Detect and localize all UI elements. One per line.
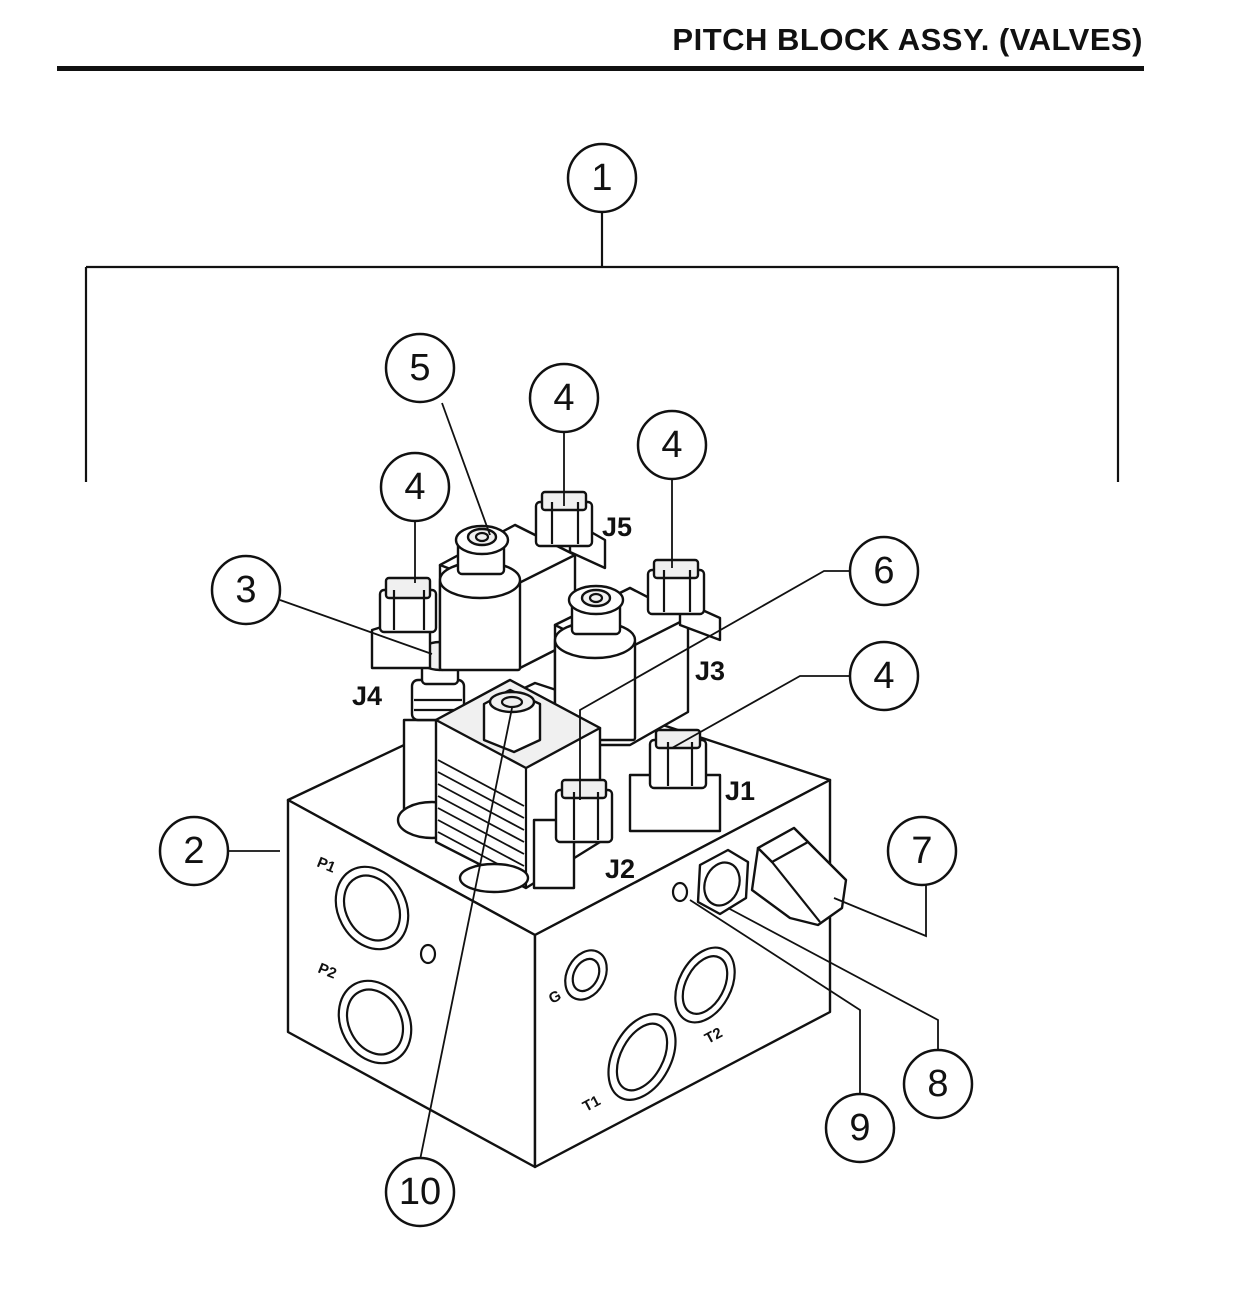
callout-4d-number: 4 xyxy=(873,655,894,697)
callout-7: 7 xyxy=(886,815,958,887)
leader-lines xyxy=(228,402,939,1161)
title-rule xyxy=(57,66,1144,71)
callout-10: 10 xyxy=(384,1156,456,1228)
callout-8: 8 xyxy=(902,1048,974,1120)
callout-4d: 4 xyxy=(848,640,920,712)
callout-4b: 4 xyxy=(528,362,600,434)
connector-label-j2: J2 xyxy=(605,854,635,884)
callout-2-number: 2 xyxy=(183,830,204,872)
callout-1-number: 1 xyxy=(591,157,612,199)
callout-2: 2 xyxy=(158,815,230,887)
port-label-p2: P2 xyxy=(316,960,339,983)
callout-9: 9 xyxy=(824,1092,896,1164)
small-port-icon xyxy=(419,943,437,965)
connector-label-j1: J1 xyxy=(725,776,755,806)
assembly-bracket xyxy=(84,210,1120,482)
connector-plug-icon xyxy=(532,778,614,890)
connector-plug-icon xyxy=(370,576,438,670)
callout-5: 5 xyxy=(384,332,456,404)
port-t1-icon xyxy=(607,1013,677,1101)
callout-3-number: 3 xyxy=(235,569,256,611)
port-label-t2: T2 xyxy=(702,1024,725,1047)
connector-plug-icon xyxy=(628,728,722,833)
callout-4b-number: 4 xyxy=(553,377,574,419)
hex-plug-icon xyxy=(750,826,848,927)
callout-10-number: 10 xyxy=(399,1171,441,1213)
page-title: PITCH BLOCK ASSY. (VALVES) xyxy=(672,22,1143,57)
callout-8-number: 8 xyxy=(927,1063,948,1105)
port-p2-icon xyxy=(337,979,413,1065)
port-p1-icon xyxy=(334,865,410,951)
small-hex-plug-icon xyxy=(696,848,750,916)
callout-4c-number: 4 xyxy=(661,424,682,466)
connector-plug-icon xyxy=(646,558,722,642)
callout-5-number: 5 xyxy=(409,347,430,389)
connector-label-j4: J4 xyxy=(352,681,382,711)
connector-label-j3: J3 xyxy=(695,656,725,686)
callout-4c: 4 xyxy=(636,409,708,481)
callout-1: 1 xyxy=(566,142,638,214)
port-label-p1: P1 xyxy=(315,854,338,877)
callout-7-number: 7 xyxy=(911,830,932,872)
port-g-icon xyxy=(564,949,608,1001)
callout-6: 6 xyxy=(848,535,920,607)
callout-9-number: 9 xyxy=(849,1107,870,1149)
callout-6-number: 6 xyxy=(873,550,894,592)
small-plug-port-icon xyxy=(671,881,689,903)
callout-4a: 4 xyxy=(379,451,451,523)
port-label-t1: T1 xyxy=(580,1092,603,1115)
connector-label-j5: J5 xyxy=(602,512,632,542)
port-t2-icon xyxy=(674,946,736,1024)
callout-4a-number: 4 xyxy=(404,466,425,508)
callout-3: 3 xyxy=(210,554,282,626)
